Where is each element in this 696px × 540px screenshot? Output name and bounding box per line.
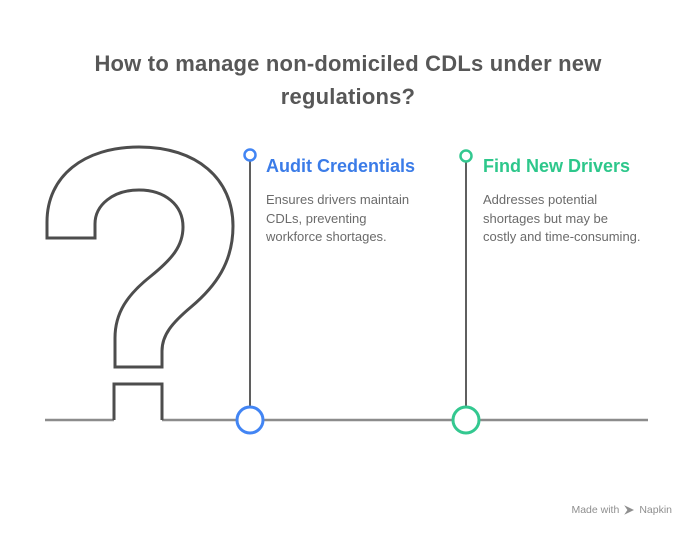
made-with-label: Made with <box>571 504 620 516</box>
item-2-title: Find New Drivers <box>483 156 631 176</box>
diagram-title-line-1: How to manage non-domiciled CDLs under n… <box>94 51 602 76</box>
diagram-title: How to manage non-domiciled CDLs under n… <box>0 47 696 113</box>
item-1-description: Ensures drivers maintain CDLs, preventin… <box>266 192 410 244</box>
napkin-logo-icon <box>623 504 635 516</box>
timeline-item-2-base-circle <box>451 405 481 435</box>
napkin-watermark: Made with Napkin <box>571 503 672 517</box>
item-2-description: Addresses potential shortages but may be… <box>483 192 641 244</box>
question-mark-icon <box>45 145 235 420</box>
timeline-item-2-top-circle <box>459 149 473 163</box>
item-1-title: Audit Credentials <box>266 156 416 176</box>
timeline-item-1-base-circle <box>235 405 265 435</box>
napkin-brand-label: Napkin <box>639 504 672 516</box>
timeline-item-1-top-circle <box>243 148 257 162</box>
diagram-title-line-2: regulations? <box>280 84 416 109</box>
